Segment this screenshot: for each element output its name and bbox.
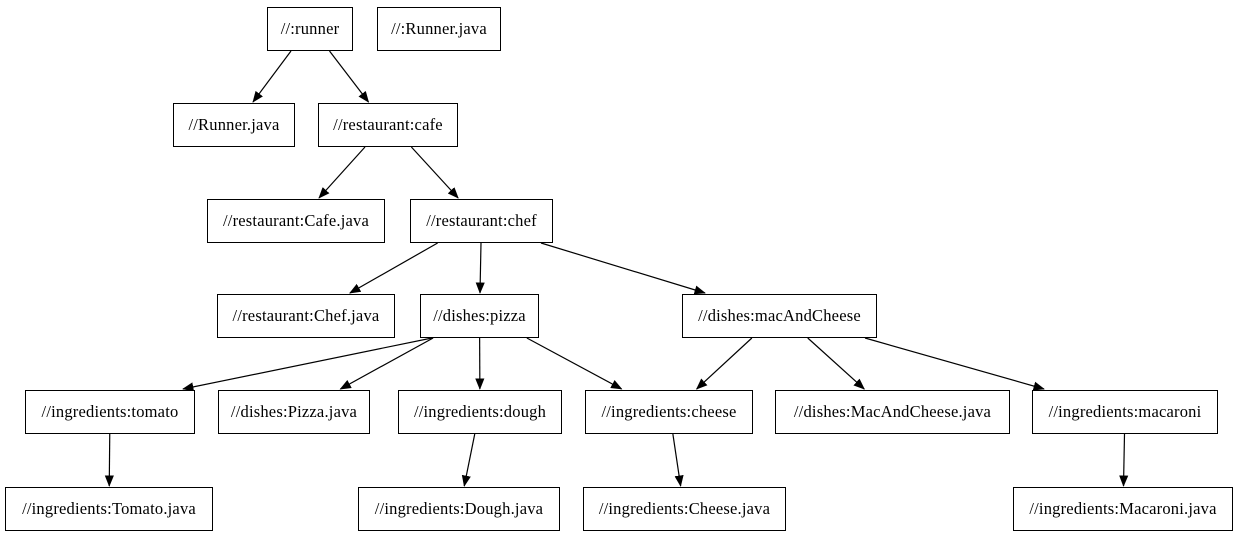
node-chef-java: //restaurant:Chef.java xyxy=(217,294,395,338)
edge-dough-to-dough-java xyxy=(461,433,476,487)
node-runner: //:runner xyxy=(267,7,353,51)
edge-cafe-to-cafe-java xyxy=(318,146,366,199)
node-tomato-java: //ingredients:Tomato.java xyxy=(5,487,213,531)
node-label: //ingredients:Cheese.java xyxy=(598,498,771,518)
edge-chef-to-pizza xyxy=(475,242,485,294)
node-label: //:runner xyxy=(280,18,340,38)
node-dough: //ingredients:dough xyxy=(398,390,562,434)
edge-pizza-to-tomato xyxy=(182,337,433,392)
edge-pizza-to-cheese xyxy=(526,337,623,390)
node-label: //restaurant:Cafe.java xyxy=(223,210,369,230)
edge-runner-to-cafe xyxy=(329,50,370,103)
edge-macandcheese-to-cheese xyxy=(695,337,753,390)
node-label: //ingredients:Tomato.java xyxy=(22,498,196,518)
node-cheese: //ingredients:cheese xyxy=(585,390,753,434)
edge-macaroni-to-macaroni-java xyxy=(1119,433,1129,487)
node-label: //ingredients:macaroni xyxy=(1048,401,1202,421)
node-label: //ingredients:Macaroni.java xyxy=(1029,498,1217,518)
node-pizza: //dishes:pizza xyxy=(420,294,539,338)
node-macandcheese-java: //dishes:MacAndCheese.java xyxy=(775,390,1010,434)
node-label: //:Runner.java xyxy=(391,18,487,38)
node-runner-java-root: //:Runner.java xyxy=(377,7,501,51)
edge-chef-to-chef-java xyxy=(349,242,438,294)
node-label: //dishes:Pizza.java xyxy=(230,401,358,421)
node-macandcheese: //dishes:macAndCheese xyxy=(682,294,877,338)
edge-macandcheese-to-macaroni xyxy=(864,337,1045,391)
node-tomato: //ingredients:tomato xyxy=(25,390,195,434)
node-label: //restaurant:chef xyxy=(426,210,537,230)
node-label: //dishes:pizza xyxy=(433,305,526,325)
node-chef: //restaurant:chef xyxy=(410,199,553,243)
node-label: //ingredients:cheese xyxy=(601,401,737,421)
node-macaroni-java: //ingredients:Macaroni.java xyxy=(1013,487,1233,531)
node-runner-java: //Runner.java xyxy=(173,103,295,147)
edge-tomato-to-tomato-java xyxy=(104,433,114,487)
node-label: //ingredients:dough xyxy=(413,401,547,421)
edge-chef-to-macandcheese xyxy=(540,242,706,295)
node-label: //restaurant:Chef.java xyxy=(232,305,380,325)
node-pizza-java: //dishes:Pizza.java xyxy=(218,390,370,434)
edge-runner-to-runner-java xyxy=(252,50,292,103)
node-label: //dishes:macAndCheese xyxy=(698,305,861,325)
node-label: //ingredients:tomato xyxy=(41,401,179,421)
edge-cheese-to-cheese-java xyxy=(672,433,684,487)
edge-pizza-to-pizza-java xyxy=(339,337,434,390)
node-label: //Runner.java xyxy=(188,114,280,134)
node-cheese-java: //ingredients:Cheese.java xyxy=(583,487,786,531)
edge-macandcheese-to-macandcheese-java xyxy=(807,337,865,390)
node-dough-java: //ingredients:Dough.java xyxy=(358,487,560,531)
node-label: //restaurant:cafe xyxy=(333,114,443,134)
node-macaroni: //ingredients:macaroni xyxy=(1032,390,1218,434)
node-label: //dishes:MacAndCheese.java xyxy=(793,401,992,421)
node-label: //ingredients:Dough.java xyxy=(374,498,544,518)
node-cafe: //restaurant:cafe xyxy=(318,103,458,147)
node-cafe-java: //restaurant:Cafe.java xyxy=(207,199,385,243)
edge-cafe-to-chef xyxy=(410,146,459,199)
